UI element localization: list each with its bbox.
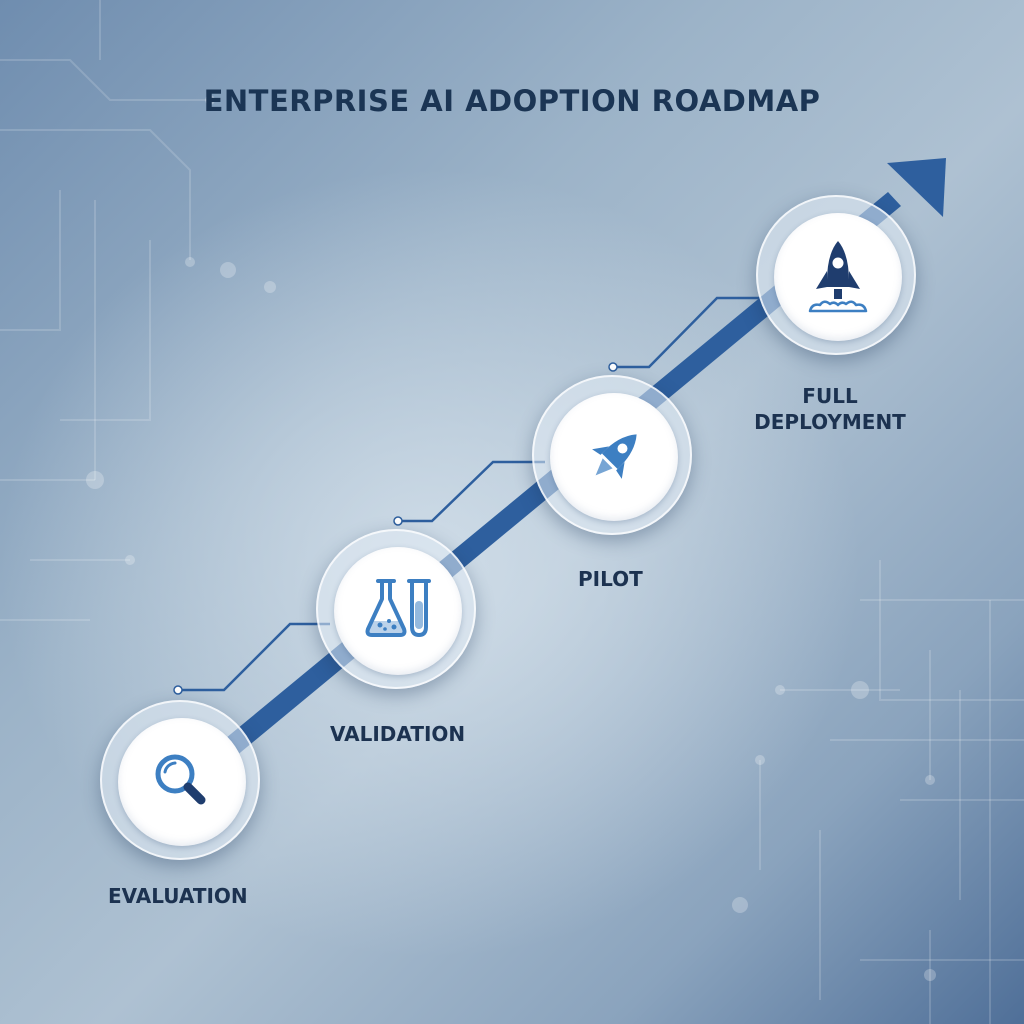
connector-dot-2 — [393, 516, 403, 526]
stage-label-validation: VALIDATION — [330, 722, 466, 746]
roadmap-title: ENTERPRISE AI ADOPTION ROADMAP — [203, 84, 821, 118]
stage-label-full-deployment-line2: DEPLOYMENT — [754, 410, 906, 434]
connector-lines — [178, 296, 764, 692]
stage-label-evaluation: EVALUATION — [108, 884, 248, 908]
stage-label-full-deployment: FULL DEPLOYMENT — [740, 383, 920, 435]
rocket-launch-icon — [808, 241, 868, 313]
milestone-validation — [316, 529, 476, 689]
magnifying-glass-icon — [155, 754, 206, 805]
connector-line-1 — [178, 622, 330, 692]
milestone-full-deployment — [756, 195, 916, 355]
milestone-pilot-disc — [550, 393, 678, 521]
connector-line-3 — [613, 296, 764, 369]
connector-line-2 — [398, 460, 545, 523]
milestone-full-deployment-disc — [774, 213, 902, 341]
growth-arrow-head — [887, 158, 946, 217]
stage-label-full-deployment-line1: FULL — [802, 384, 858, 408]
small-rocket-icon — [592, 434, 637, 479]
connector-dot-1 — [173, 685, 183, 695]
milestone-evaluation — [100, 700, 260, 860]
lab-flask-icon — [365, 579, 431, 638]
milestone-evaluation-disc — [118, 718, 246, 846]
connector-dot-3 — [608, 362, 618, 372]
milestone-pilot — [532, 375, 692, 535]
stage-label-pilot: PILOT — [578, 567, 643, 591]
milestone-validation-disc — [334, 547, 462, 675]
